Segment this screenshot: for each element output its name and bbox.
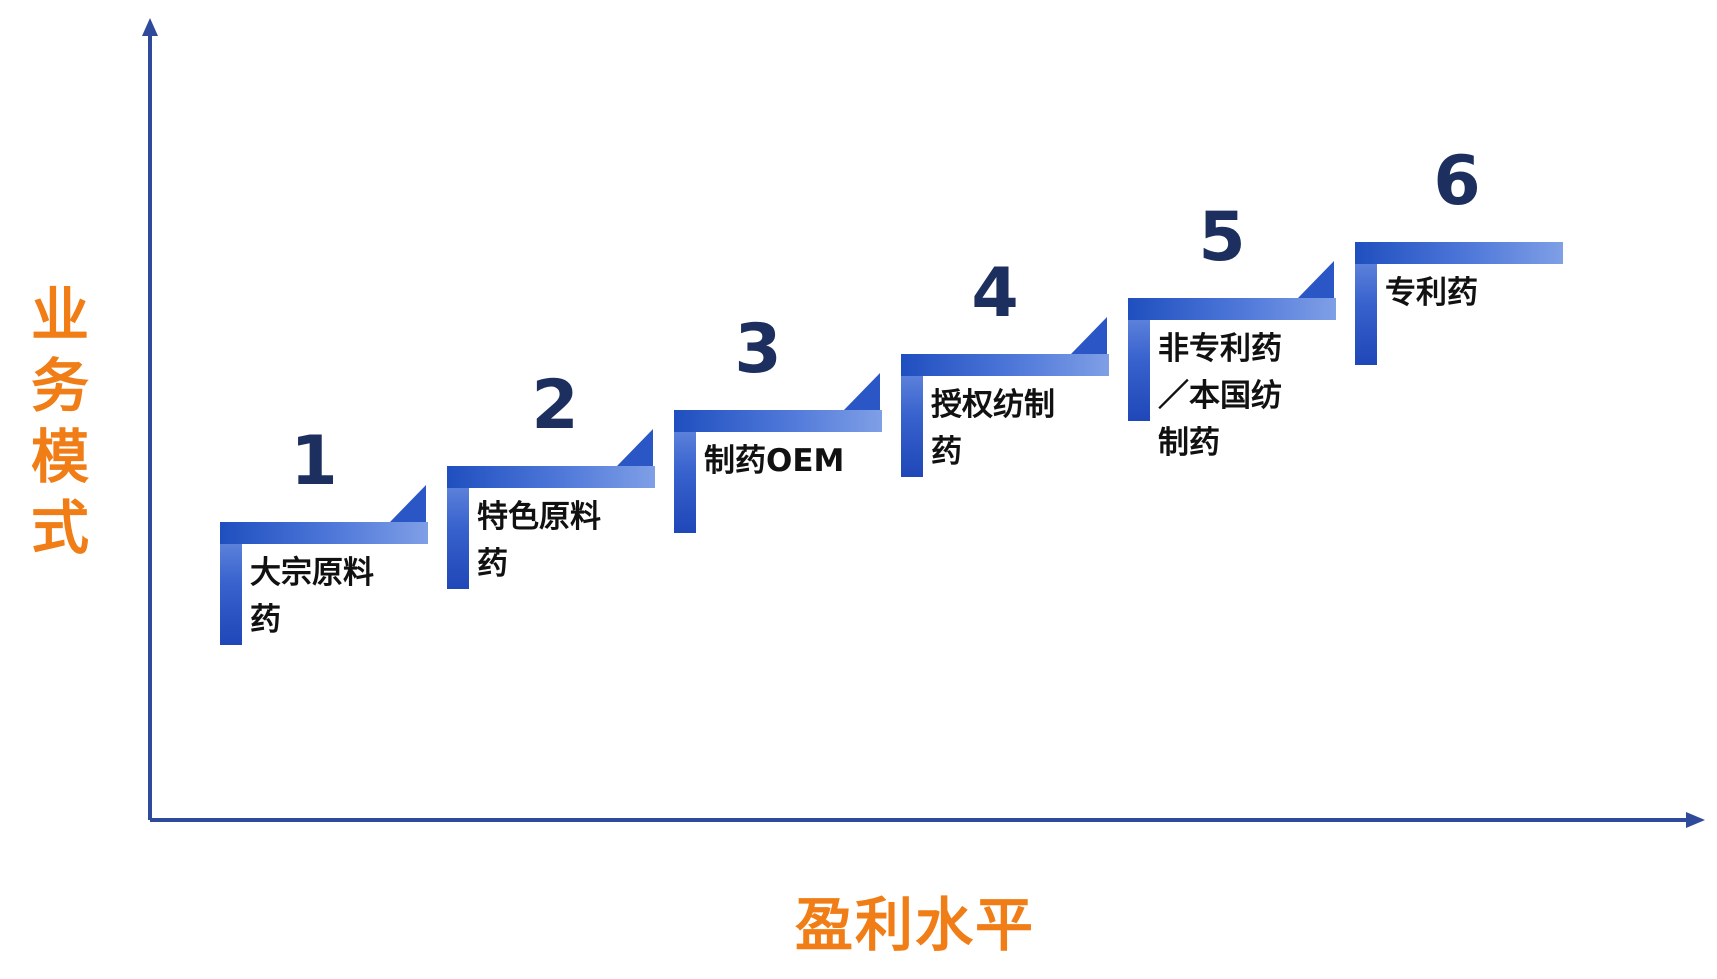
step-4: 授权纺制药 4 bbox=[901, 254, 1109, 477]
step-1: 大宗原料药 1 bbox=[220, 422, 428, 645]
step-bar-horizontal bbox=[1128, 298, 1336, 320]
step-label: 非专利药／本国纺制药 bbox=[1158, 331, 1282, 461]
step-3: 制药OEM 3 bbox=[674, 310, 882, 533]
step-bar-horizontal bbox=[447, 466, 655, 488]
y-axis-title-char: 模 bbox=[30, 423, 89, 491]
step-bar-vertical bbox=[901, 354, 923, 477]
step-2: 特色原料药 2 bbox=[447, 366, 655, 589]
step-label: 制药OEM bbox=[704, 443, 845, 479]
step-bar-horizontal bbox=[1355, 242, 1563, 264]
step-bar-vertical bbox=[220, 522, 242, 645]
step-number: 2 bbox=[531, 366, 579, 445]
step-corner-triangle bbox=[390, 485, 426, 522]
step-corner-triangle bbox=[1298, 261, 1334, 298]
step-corner-triangle bbox=[617, 429, 653, 466]
step-label: 特色原料药 bbox=[477, 499, 601, 582]
step-bar-vertical bbox=[1128, 298, 1150, 421]
step-bar-vertical bbox=[674, 410, 696, 533]
step-number: 4 bbox=[971, 254, 1019, 333]
step-label: 专利药 bbox=[1385, 275, 1478, 311]
step-bar-horizontal bbox=[220, 522, 428, 544]
step-number: 1 bbox=[290, 422, 338, 501]
y-axis-title-char: 业 bbox=[30, 281, 89, 349]
y-axis-arrow bbox=[142, 18, 158, 36]
step-bar-vertical bbox=[447, 466, 469, 589]
step-number: 5 bbox=[1198, 198, 1246, 277]
step-corner-triangle bbox=[844, 373, 880, 410]
step-6: 专利药 6 bbox=[1355, 142, 1563, 365]
y-axis-title-char: 式 bbox=[30, 494, 89, 562]
step-label: 大宗原料药 bbox=[250, 555, 374, 638]
step-bar-vertical bbox=[1355, 242, 1377, 365]
x-axis-title: 盈利水平 bbox=[795, 891, 1036, 959]
y-axis-title-char: 务 bbox=[30, 352, 89, 420]
step-label: 授权纺制药 bbox=[931, 387, 1055, 470]
step-5: 非专利药／本国纺制药 5 bbox=[1128, 198, 1336, 461]
step-number: 3 bbox=[734, 310, 782, 389]
y-axis-title: 业 务 模 式 bbox=[30, 280, 90, 564]
step-bar-horizontal bbox=[674, 410, 882, 432]
step-number: 6 bbox=[1433, 142, 1481, 221]
step-bar-horizontal bbox=[901, 354, 1109, 376]
step-corner-triangle bbox=[1071, 317, 1107, 354]
x-axis-arrow bbox=[1686, 812, 1705, 828]
